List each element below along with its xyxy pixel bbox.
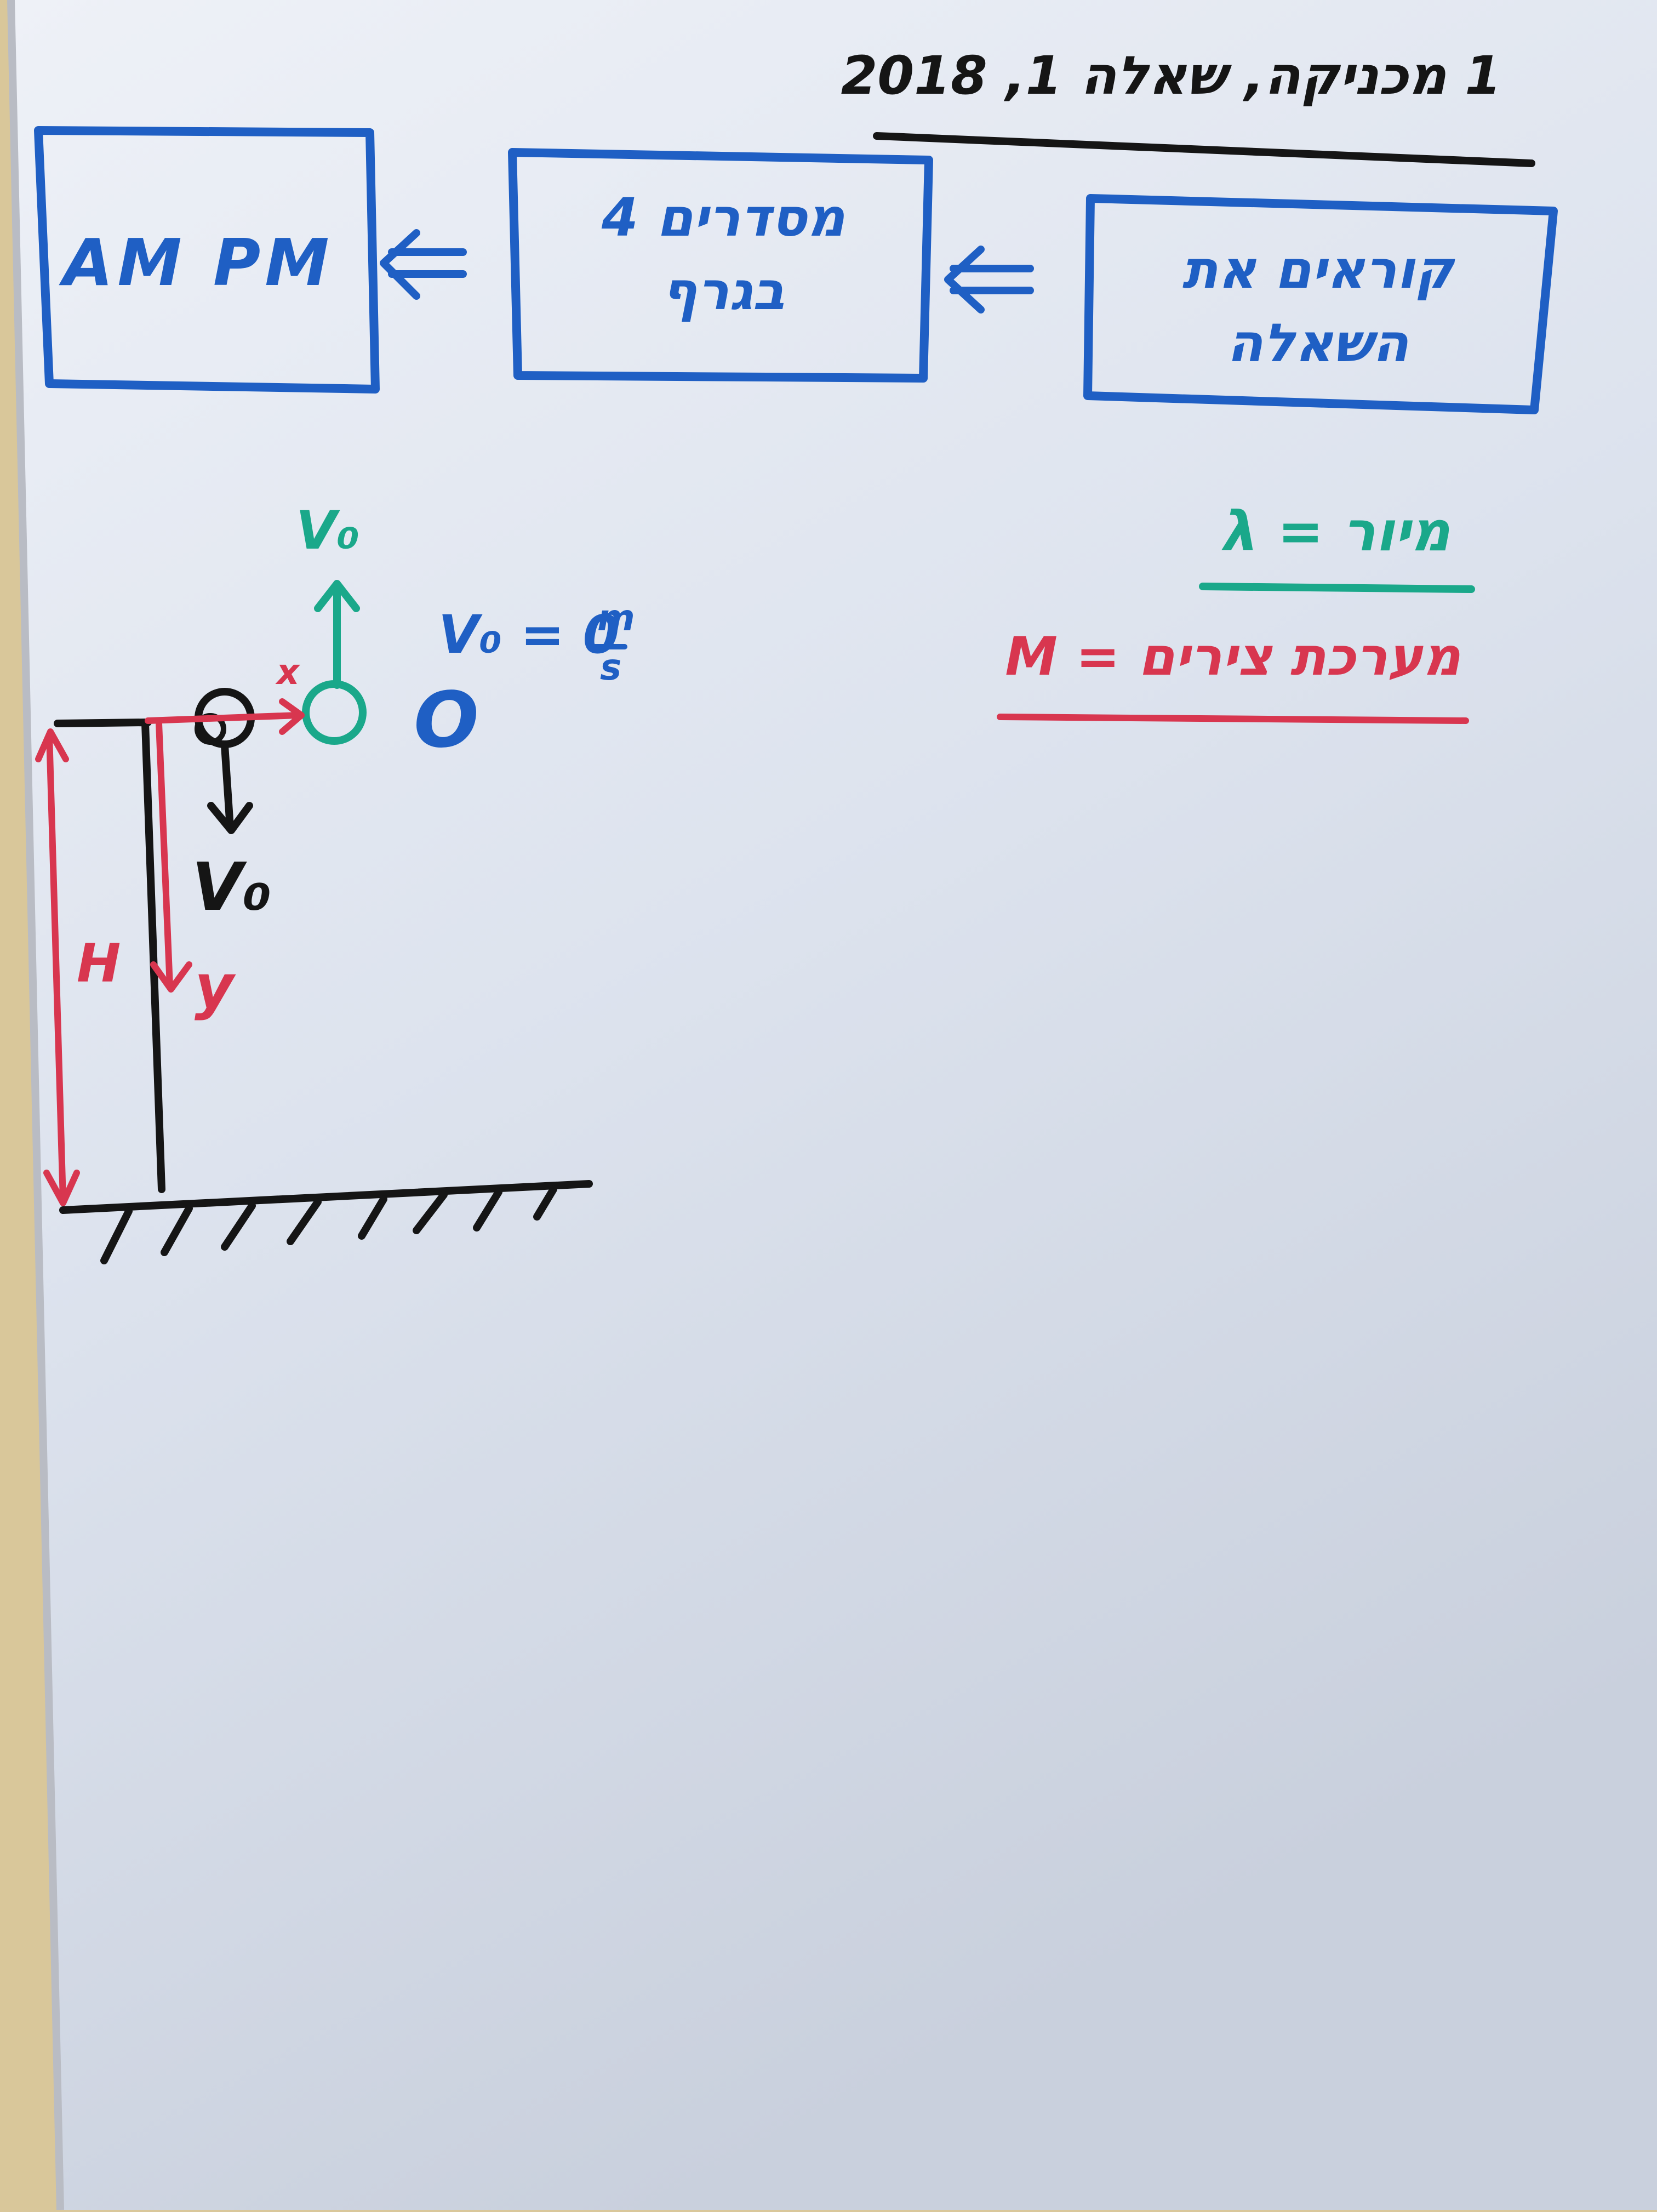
legend-green-entry: λ = מיור [1224,499,1450,563]
red-y-arrowhead [150,961,192,993]
legend-red-entry: M = מערכת צירים [1005,626,1461,687]
y-axis-label: y [195,951,234,1022]
unit-denominator: s [600,646,622,688]
ground-hatched [59,1180,593,1264]
x-axis-label: x [277,652,300,693]
height-label: H [77,933,121,994]
red-x-axis [145,712,302,724]
box-middle-text: מסדרים 4 בגרף [601,187,845,322]
green-v0-arrowhead [314,580,360,612]
red-height-arrow [46,731,66,1204]
black-v0-arrow-shaft [221,742,234,831]
double-left-arrow-icon [380,229,467,300]
legend-red-underline [997,714,1469,724]
title-underline [873,132,1535,167]
box-right-text: קוראים את השאלה [1182,239,1454,374]
green-v0-label: V₀ [296,500,360,561]
black-v0-arrowhead [207,802,253,834]
box-left-text: AM PM [63,225,334,300]
black-v0-label: V₀ [192,850,272,926]
red-height-arrowhead-bottom [43,1170,80,1206]
red-height-arrowhead-top [35,728,69,762]
legend-green-underline [1199,583,1475,593]
double-left-arrow-icon [944,246,1034,313]
whiteboard-left-edge [7,0,64,2210]
tower-pole [141,720,165,1193]
page-title: 1 מכניקה, שאלה 1, 2018 [841,45,1501,106]
box-left-outline [34,126,380,394]
red-y-axis [156,720,173,990]
red-x-arrowhead [279,698,305,735]
tower-top-platform [54,719,152,727]
whiteboard-surface [11,0,1657,2210]
v0-zero-condition: V₀ = 0 [438,604,620,665]
origin-label: O [414,676,479,765]
unit-numerator: m [597,597,635,639]
box-middle-outline [508,148,933,383]
box-right-outline [1083,194,1558,414]
